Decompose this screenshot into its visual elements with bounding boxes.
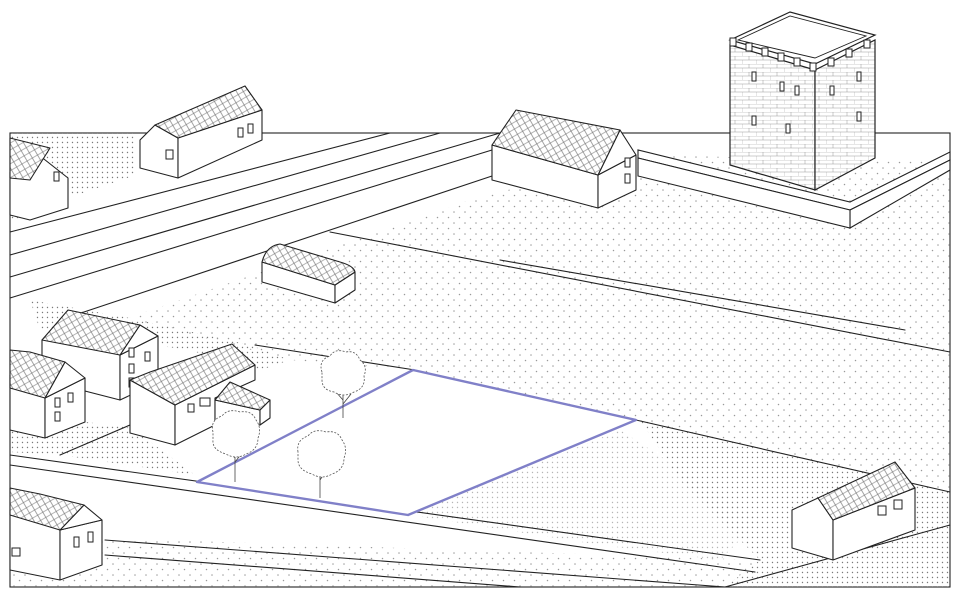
house-center-left (129, 343, 271, 446)
house-bottom-left (9, 487, 103, 581)
house-far-left (9, 349, 86, 439)
road-upper-edge-4 (9, 149, 493, 299)
annex-roof (214, 381, 271, 411)
field-dotted-right (636, 352, 950, 492)
highlighted-parcel[interactable] (195, 368, 638, 517)
house-upper-left (139, 85, 263, 179)
tower (637, 11, 951, 229)
road-upper-edge-1 (9, 132, 391, 233)
tower-top (728, 11, 877, 65)
roof (9, 349, 66, 399)
road-lower-edge-4 (104, 554, 521, 588)
field-line-2 (499, 259, 906, 331)
road-lower-edge-2 (9, 464, 756, 573)
house-bottom-right (791, 461, 916, 561)
roof (817, 461, 916, 521)
road-upper-edge-3 (9, 132, 501, 278)
field-fine-right-mid (410, 430, 760, 560)
field-line-1 (329, 231, 951, 353)
road-upper-edge-2 (9, 132, 441, 256)
tower-windows (751, 71, 862, 134)
tree-3 (297, 430, 346, 498)
tower-crenellations (729, 37, 871, 72)
tree-1 (320, 350, 366, 418)
house-far-top-left (9, 137, 69, 221)
road-lower-edge-3 (104, 539, 726, 588)
roof (129, 343, 256, 406)
tree-2 (212, 410, 260, 482)
roof (41, 309, 141, 356)
roof (491, 109, 621, 176)
roof (261, 243, 356, 286)
house-top-center (491, 109, 637, 209)
barn (261, 243, 356, 304)
lane-edge-1 (59, 424, 131, 456)
roof (9, 487, 85, 531)
roof (154, 85, 263, 139)
tower-front-face (729, 44, 816, 191)
roof (9, 137, 51, 181)
